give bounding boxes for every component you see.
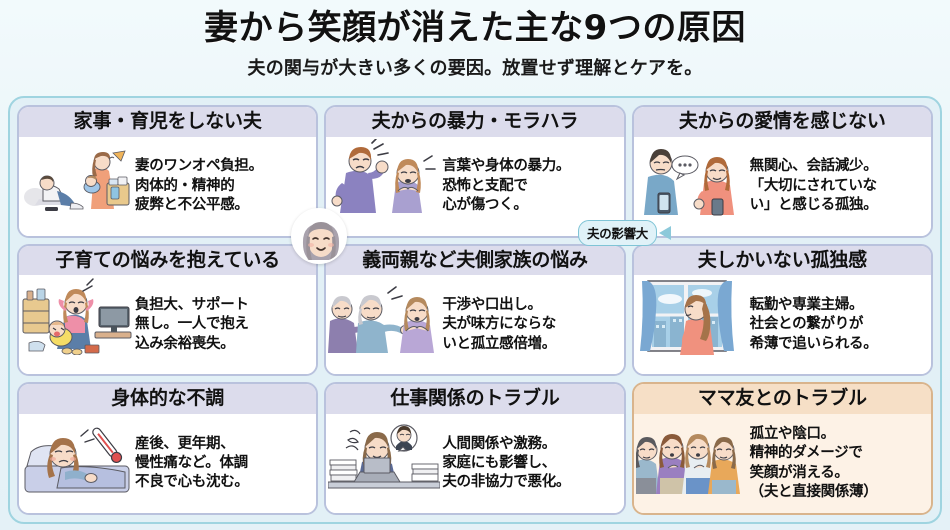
cause-card-description: 人間関係や激務。家庭にも影響し、夫の非協力で悪化。 — [440, 435, 619, 493]
cause-card-body: 言葉や身体の暴力。恐怖と支配で心が傷つく。 — [326, 136, 624, 236]
influence-badge-group: 夫の影響大 — [578, 220, 672, 246]
angry-husband-fist-frightened-wife-icon — [328, 137, 440, 234]
cause-card-6[interactable]: 夫しかいない孤独感 転勤や専業主 — [631, 243, 933, 377]
overworked-woman-at-desk-with-paperwork-icon — [327, 416, 441, 511]
description-line: 心が傷つく。 — [442, 196, 528, 213]
description-line: 妻のワンオペ負担。 — [135, 158, 263, 175]
description-line: 「大切にされていな — [749, 177, 877, 194]
description-line: 社会との繋がりが — [749, 316, 864, 333]
cause-card-body: 孤立や陰口。精神的ダメージで笑顔が消える。 （夫と直接関係薄） — [633, 414, 931, 513]
cause-card-9[interactable]: ママ友とのトラブル — [631, 382, 933, 515]
cause-card-title: 仕事関係のトラブル — [326, 384, 624, 415]
description-line: 疲弊と不公平感。 — [135, 196, 249, 213]
page-subtitle: 夫の関与が大きい多くの要因。放置せず理解とケアを。 — [247, 58, 703, 80]
cause-card-title: 夫しかいない孤独感 — [633, 245, 931, 276]
cause-card-8[interactable]: 仕事関係のトラブル — [324, 382, 626, 515]
cards-panel: 家事・育児をしない夫 妻のワンオペ負担。肉体的・精神的疲弊と不公平感。夫か — [8, 96, 942, 524]
cause-card-2[interactable]: 夫からの暴力・モラハラ 言葉や身体の暴力。恐怖と支配で心が傷つく。 — [324, 105, 626, 238]
cause-card-title: ママ友とのトラブル — [633, 384, 931, 415]
description-line: 産後、更年期、 — [135, 435, 235, 452]
cause-card-title: 夫からの暴力・モラハラ — [326, 107, 624, 137]
cause-card-title: 夫からの愛情を感じない — [633, 107, 931, 137]
cause-card-description: 転勤や専業主婦。社会との繋がりが希薄で追いられる。 — [748, 296, 927, 354]
description-line: いと孤立感倍増。 — [442, 335, 556, 352]
description-line: 無関心、会話減少。 — [749, 158, 878, 175]
cards-grid: 家事・育児をしない夫 妻のワンオペ負担。肉体的・精神的疲弊と不公平感。夫か — [17, 105, 933, 515]
smiling-woman-avatar-icon — [293, 210, 345, 262]
cause-card-5[interactable]: 義両親など夫側家族の悩み 干渉や口出し。夫が味 — [324, 243, 626, 377]
cause-card-description: 孤立や陰口。精神的ダメージで笑顔が消える。 （夫と直接関係薄） — [748, 425, 927, 502]
cause-card-description: 負担大、サポート無し。一人で抱え込み余裕喪失。 — [133, 296, 312, 354]
husband-lying-down-wife-holding-baby-and-laundry-icon — [21, 139, 133, 234]
description-line: 干渉や口出し。 — [442, 296, 542, 313]
description-line: 不良で心も沈む。 — [135, 474, 249, 491]
cause-card-description: 言葉や身体の暴力。恐怖と支配で心が傷つく。 — [440, 157, 619, 215]
description-line: 恐怖と支配で — [442, 177, 528, 194]
description-line: 精神的ダメージで — [749, 445, 863, 462]
cause-card-title: 子育ての悩みを抱えている — [19, 245, 317, 276]
cause-card-description: 干渉や口出し。夫が味方にならないと孤立感倍増。 — [440, 296, 619, 354]
description-line: 孤立や陰口。 — [749, 426, 836, 442]
cause-card-description: 無関心、会話減少。「大切にされていない」と感じる孤独。 — [748, 157, 927, 215]
cause-card-4[interactable]: 子育ての悩みを抱えている — [17, 243, 319, 377]
cause-card-description: 妻のワンオペ負担。肉体的・精神的疲弊と不公平感。 — [133, 157, 312, 215]
description-line: い」と感じる孤独。 — [749, 196, 878, 213]
description-line: 笑顔が消える。 — [749, 464, 849, 481]
description-line: 人間関係や激務。 — [442, 435, 556, 452]
cause-card-body: 人間関係や激務。家庭にも影響し、夫の非協力で悪化。 — [326, 414, 624, 513]
cause-card-description: 産後、更年期、慢性痛など。体調不良で心も沈む。 — [133, 435, 312, 493]
arrow-left-icon — [659, 226, 672, 240]
stressed-mother-with-crying-baby-messy-room-icon — [21, 277, 133, 372]
lonely-woman-looking-out-window-icon — [636, 277, 748, 372]
husband-on-smartphone-ignoring-wife-icon — [636, 139, 748, 234]
cause-card-7[interactable]: 身体的な不調 産後、更年期、慢性痛など。体調不良で心も沈む。 — [17, 382, 319, 515]
cause-card-body: 干渉や口出し。夫が味方にならないと孤立感倍増。 — [326, 275, 624, 375]
in-laws-pointing-at-distressed-wife-icon — [328, 277, 440, 372]
description-line: （夫と直接関係薄） — [749, 483, 878, 500]
cause-card-body: 妻のワンオペ負担。肉体的・精神的疲弊と不公平感。 — [19, 136, 317, 236]
description-line: 言葉や身体の暴力。 — [442, 158, 571, 175]
cause-card-body: 産後、更年期、慢性痛など。体調不良で心も沈む。 — [19, 414, 317, 513]
description-line: 負担大、サポート — [135, 296, 249, 313]
cause-card-title: 家事・育児をしない夫 — [19, 107, 317, 137]
description-line: 込み余裕喪失。 — [135, 335, 235, 352]
description-line: 肉体的・精神的 — [135, 177, 235, 194]
group-of-mothers-gossiping-icon — [633, 416, 748, 511]
description-line: 家庭にも影響し、 — [442, 454, 556, 471]
description-line: 転勤や専業主婦。 — [749, 296, 864, 313]
influence-badge: 夫の影響大 — [578, 220, 658, 246]
description-line: 無し。一人で抱え — [135, 316, 249, 333]
cause-card-3[interactable]: 夫からの愛情を感じない 無関心、会話減少。「大切にされていな — [631, 105, 933, 238]
cause-card-body: 転勤や専業主婦。社会との繋がりが希薄で追いられる。 — [633, 275, 931, 375]
page-title: 妻から笑顔が消えた主な9つの原因 — [204, 8, 746, 48]
cause-card-title: 義両親など夫側家族の悩み — [326, 245, 624, 276]
description-line: 希薄で追いられる。 — [749, 335, 878, 352]
header: 妻から笑顔が消えた主な9つの原因 夫の関与が大きい多くの要因。放置せず理解とケア… — [0, 0, 950, 80]
description-line: 夫が味方にならな — [442, 316, 556, 333]
center-wife-avatar — [291, 208, 347, 264]
cause-card-body: 無関心、会話減少。「大切にされていない」と感じる孤独。 — [633, 136, 931, 236]
woman-in-bed-with-thermometer-icon — [21, 416, 133, 511]
cause-card-title: 身体的な不調 — [19, 384, 317, 415]
cause-card-1[interactable]: 家事・育児をしない夫 妻のワンオペ負担。肉体的・精神的疲弊と不公平感。 — [17, 105, 319, 238]
cause-card-body: 負担大、サポート無し。一人で抱え込み余裕喪失。 — [19, 275, 317, 375]
description-line: 夫の非協力で悪化。 — [442, 474, 571, 491]
description-line: 慢性痛など。体調 — [135, 454, 248, 471]
